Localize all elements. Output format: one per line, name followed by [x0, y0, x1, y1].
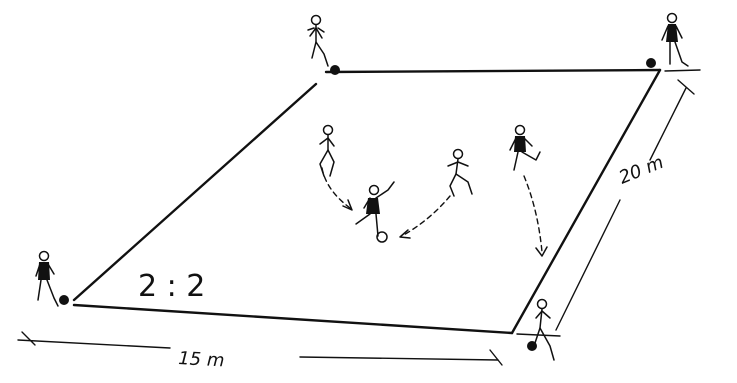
arrow-head [342, 199, 353, 211]
dimension-tick-left [21, 331, 36, 346]
balls [59, 58, 656, 351]
ball-icon [59, 295, 69, 305]
player-dark-icon [355, 181, 395, 237]
field-left-line [72, 82, 318, 302]
field-top-extension [664, 69, 701, 72]
dimension-tick-right [489, 349, 503, 366]
arrow-head [535, 246, 548, 257]
field-outline [72, 68, 701, 337]
arrow-run-down [523, 175, 543, 253]
dimension-line-right [299, 356, 499, 361]
dimension-tick-top [677, 79, 695, 95]
ball-icon [330, 65, 340, 75]
field-right-line [510, 68, 662, 335]
player-light-icon [319, 124, 335, 177]
dimension-line-bottom [555, 199, 621, 331]
width-label: 15 m [178, 348, 225, 371]
dimension-line-left [17, 339, 171, 349]
players [35, 12, 689, 361]
field-top-line [324, 68, 662, 74]
dimension-right [555, 79, 695, 331]
player-light-icon [533, 298, 555, 361]
player-dark-icon [661, 12, 689, 67]
ball-icon [376, 231, 388, 243]
field-bottom-line [72, 303, 514, 335]
field-bottom-extension [516, 333, 561, 337]
ball-icon [646, 58, 656, 68]
movement-arrows [321, 167, 548, 257]
player-dark-icon [35, 250, 59, 307]
player-light-icon [307, 14, 329, 67]
dimension-line-top [649, 87, 687, 161]
player-light-icon [447, 148, 473, 197]
arrow-pass-to-ball [401, 195, 451, 237]
player-dark-icon [509, 124, 541, 171]
depth-label: 20 m [616, 152, 667, 189]
dimension-bottom [17, 331, 503, 366]
arrow-head [399, 229, 411, 239]
arrow-player-to-ball [321, 167, 351, 209]
score-label: 2 : 2 [138, 269, 205, 304]
